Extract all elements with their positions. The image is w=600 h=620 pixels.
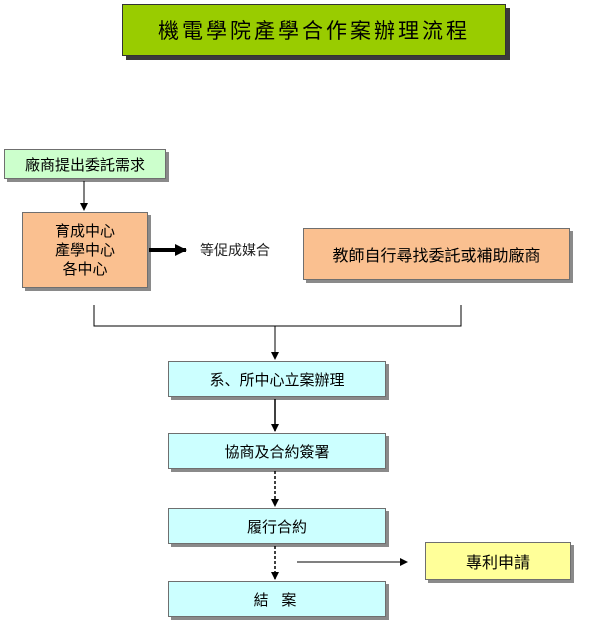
node-incubation-line-2: 產學中心 (54, 240, 115, 259)
node-vendor-request: 廠商提出委託需求 (4, 149, 166, 179)
node-case-closure: 結 案 (168, 581, 386, 617)
node-incubation-line-3: 各中心 (62, 259, 108, 278)
node-contract-execution: 履行合約 (168, 508, 386, 544)
node-incubation-center: 育成中心 產學中心 各中心 (22, 212, 148, 288)
node-negotiation-signing: 協商及合約簽署 (168, 433, 386, 469)
node-incubation-line-1: 育成中心 (54, 221, 115, 240)
merge-connector (93, 305, 462, 327)
matching-note: 等促成媒合 (200, 243, 270, 259)
node-teacher-self-search: 教師自行尋找委託或補助廠商 (303, 228, 570, 280)
node-patent-application: 專利申請 (425, 542, 571, 580)
node-dept-case-filing: 系、所中心立案辦理 (168, 361, 386, 397)
diagram-title: 機電學院產學合作案辦理流程 (122, 4, 506, 56)
